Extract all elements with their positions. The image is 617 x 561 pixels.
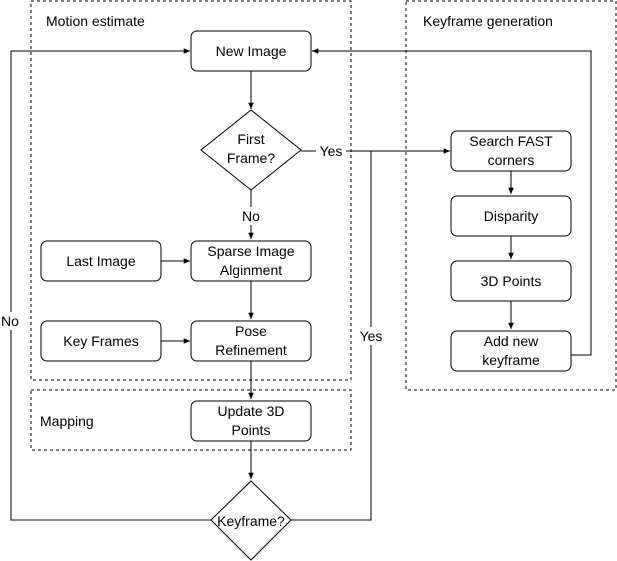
node-key-frames: Key Frames [40, 320, 162, 362]
group-motion-estimate: Motion estimate [30, 0, 352, 381]
node-update-points-text-2: Points [232, 422, 271, 438]
edge-label-keyframe-no: No [1, 313, 19, 329]
node-sparse-align: Sparse Image Alginment [190, 240, 312, 282]
node-pose-refinement-text-2: Refinement [215, 342, 287, 358]
node-key-frames-text: Key Frames [63, 333, 138, 349]
node-search-fast-text-2: corners [488, 152, 535, 168]
node-search-fast-text-1: Search FAST [469, 133, 553, 149]
node-keyframe-decision: Keyframe? [210, 480, 292, 561]
node-disparity-text: Disparity [484, 208, 538, 224]
node-3d-points-text: 3D Points [481, 273, 542, 289]
edge-label-first-yes: Yes [320, 143, 343, 159]
node-3d-points: 3D Points [450, 260, 572, 302]
node-add-keyframe: Add new keyframe [450, 330, 572, 372]
edge-label-keyframe-yes: Yes [360, 328, 383, 344]
node-pose-refinement: Pose Refinement [190, 320, 312, 362]
edge-label-bg-first-no [238, 207, 264, 225]
node-search-fast: Search FAST corners [450, 130, 572, 172]
node-add-keyframe-text-2: keyframe [482, 352, 540, 368]
node-last-image: Last Image [40, 240, 162, 282]
node-keyframe-decision-text: Keyframe? [217, 513, 285, 529]
edge-label-first-no: No [242, 208, 260, 224]
node-disparity: Disparity [450, 195, 572, 237]
node-first-frame: First Frame? [200, 109, 302, 191]
edge-add-keyframe-to-new-image [312, 48, 592, 356]
group-keyframe-generation-label: Keyframe generation [423, 13, 553, 29]
node-pose-refinement-text-1: Pose [235, 323, 267, 339]
edge-keyframe-no-to-new-image [10, 48, 211, 521]
edge-label-bg-keyframe-yes [356, 327, 386, 345]
group-keyframe-generation: Keyframe generation [405, 0, 617, 391]
edge-label-bg-keyframe-no [0, 312, 22, 330]
edge-keyframe-yes-to-search [291, 151, 372, 521]
node-add-keyframe-text-1: Add new [484, 333, 539, 349]
node-last-image-text: Last Image [66, 253, 135, 269]
group-mapping: Mapping [30, 389, 352, 451]
node-first-frame-text-2: Frame? [227, 150, 275, 166]
node-sparse-align-text-1: Sparse Image [207, 243, 294, 259]
node-new-image: New Image [190, 30, 312, 72]
edge-label-bg-first-yes [316, 142, 346, 160]
node-new-image-text: New Image [216, 43, 287, 59]
node-sparse-align-text-2: Alginment [220, 262, 282, 278]
node-update-points-text-1: Update 3D [218, 403, 285, 419]
node-first-frame-text-1: First [237, 131, 264, 147]
node-update-points: Update 3D Points [190, 400, 312, 442]
edges [10, 48, 592, 521]
group-motion-estimate-label: Motion estimate [46, 13, 145, 29]
group-mapping-label: Mapping [40, 413, 94, 429]
